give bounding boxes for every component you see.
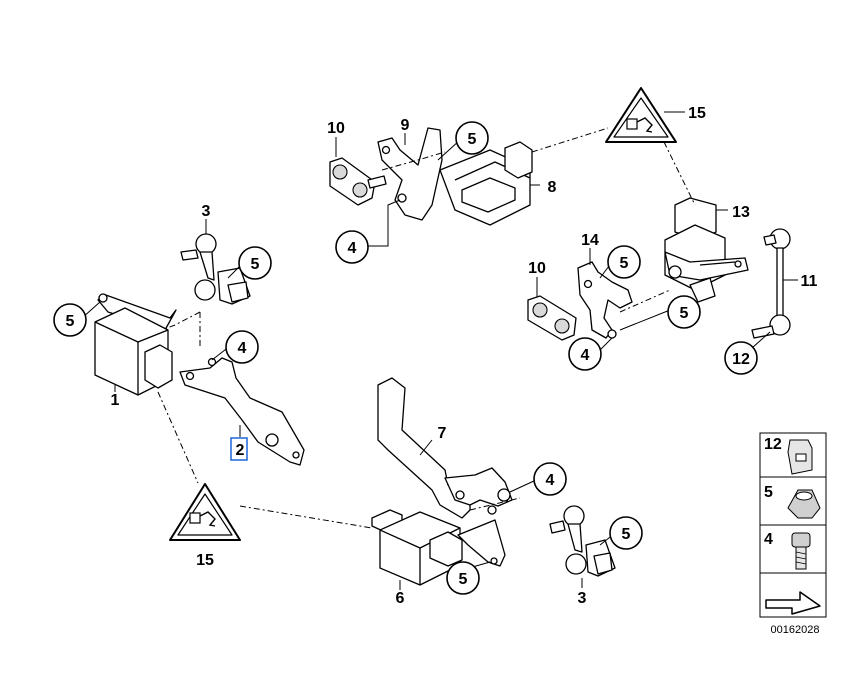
label-3-upper: 3 bbox=[202, 203, 211, 220]
warning-triangle-upper bbox=[605, 87, 677, 143]
label-14: 14 bbox=[581, 232, 599, 249]
callout-5-bottom-link: 5 bbox=[609, 516, 643, 550]
callout-5-left: 5 bbox=[53, 303, 87, 337]
part-2-highlight-frame bbox=[230, 437, 248, 461]
label-11: 11 bbox=[801, 273, 818, 290]
svg-text:5: 5 bbox=[468, 131, 477, 148]
svg-text:4: 4 bbox=[238, 340, 247, 357]
leader-12 bbox=[751, 331, 771, 349]
svg-text:5: 5 bbox=[620, 255, 629, 272]
clip-nut-icon bbox=[787, 439, 813, 475]
svg-text:5: 5 bbox=[251, 256, 260, 273]
key-label-5: 5 bbox=[764, 484, 773, 501]
hardware-key-panel: 12 5 4 bbox=[759, 432, 827, 618]
callout-4-right: 4 bbox=[568, 337, 602, 371]
part-11-link-rod bbox=[751, 228, 791, 339]
label-2: 2 bbox=[236, 442, 245, 459]
svg-text:5: 5 bbox=[622, 526, 631, 543]
part-10-plate-lower bbox=[527, 295, 577, 341]
svg-text:4: 4 bbox=[546, 472, 555, 489]
part-10-plate-upper bbox=[329, 157, 387, 206]
part-3-link-lower bbox=[549, 505, 616, 577]
key-label-4: 4 bbox=[764, 531, 773, 548]
label-9: 9 bbox=[401, 117, 410, 134]
callout-12: 12 bbox=[724, 341, 758, 375]
label-13: 13 bbox=[732, 204, 750, 221]
part-1-sensor bbox=[94, 293, 177, 396]
connection-lines bbox=[157, 127, 696, 529]
label-3-lower: 3 bbox=[578, 590, 587, 607]
label-10-upper: 10 bbox=[327, 120, 345, 137]
svg-text:4: 4 bbox=[348, 240, 357, 257]
part-2-bracket bbox=[179, 357, 305, 466]
bolt-icon bbox=[791, 532, 811, 570]
svg-text:5: 5 bbox=[680, 305, 689, 322]
callout-5-top: 5 bbox=[455, 121, 489, 155]
hex-nut-icon bbox=[787, 489, 821, 519]
reference-code: 00162028 bbox=[771, 624, 820, 636]
part-9-bracket bbox=[377, 127, 443, 221]
key-label-12: 12 bbox=[764, 436, 782, 453]
callout-4-top: 4 bbox=[335, 230, 369, 264]
part-14-bracket bbox=[577, 261, 633, 339]
part-8-sensor bbox=[439, 141, 533, 226]
arrow-icon bbox=[765, 591, 821, 615]
part-7-bracket bbox=[377, 377, 513, 519]
label-7: 7 bbox=[438, 425, 447, 442]
part-3-link-upper bbox=[180, 233, 251, 305]
label-15-upper: 15 bbox=[688, 105, 706, 122]
callout-5-right-lower: 5 bbox=[667, 295, 701, 329]
part-13-sensor bbox=[664, 197, 749, 303]
svg-text:4: 4 bbox=[581, 347, 590, 364]
callout-5-right-upper: 5 bbox=[607, 245, 641, 279]
label-10-lower: 10 bbox=[528, 260, 546, 277]
callout-5-upper-link: 5 bbox=[238, 246, 272, 280]
callout-4-left: 4 bbox=[225, 330, 259, 364]
warning-triangle-lower bbox=[169, 483, 241, 541]
svg-text:5: 5 bbox=[66, 313, 75, 330]
label-15-lower: 15 bbox=[196, 552, 214, 569]
callout-4-bottom: 4 bbox=[533, 462, 567, 496]
label-6: 6 bbox=[396, 590, 405, 607]
part-6-sensor bbox=[371, 509, 506, 586]
svg-text:12: 12 bbox=[732, 351, 750, 368]
leader-7 bbox=[419, 439, 433, 456]
callout-5-bottom-sensor: 5 bbox=[446, 561, 480, 595]
label-1: 1 bbox=[111, 392, 120, 409]
svg-text:5: 5 bbox=[459, 571, 468, 588]
label-8: 8 bbox=[548, 179, 557, 196]
